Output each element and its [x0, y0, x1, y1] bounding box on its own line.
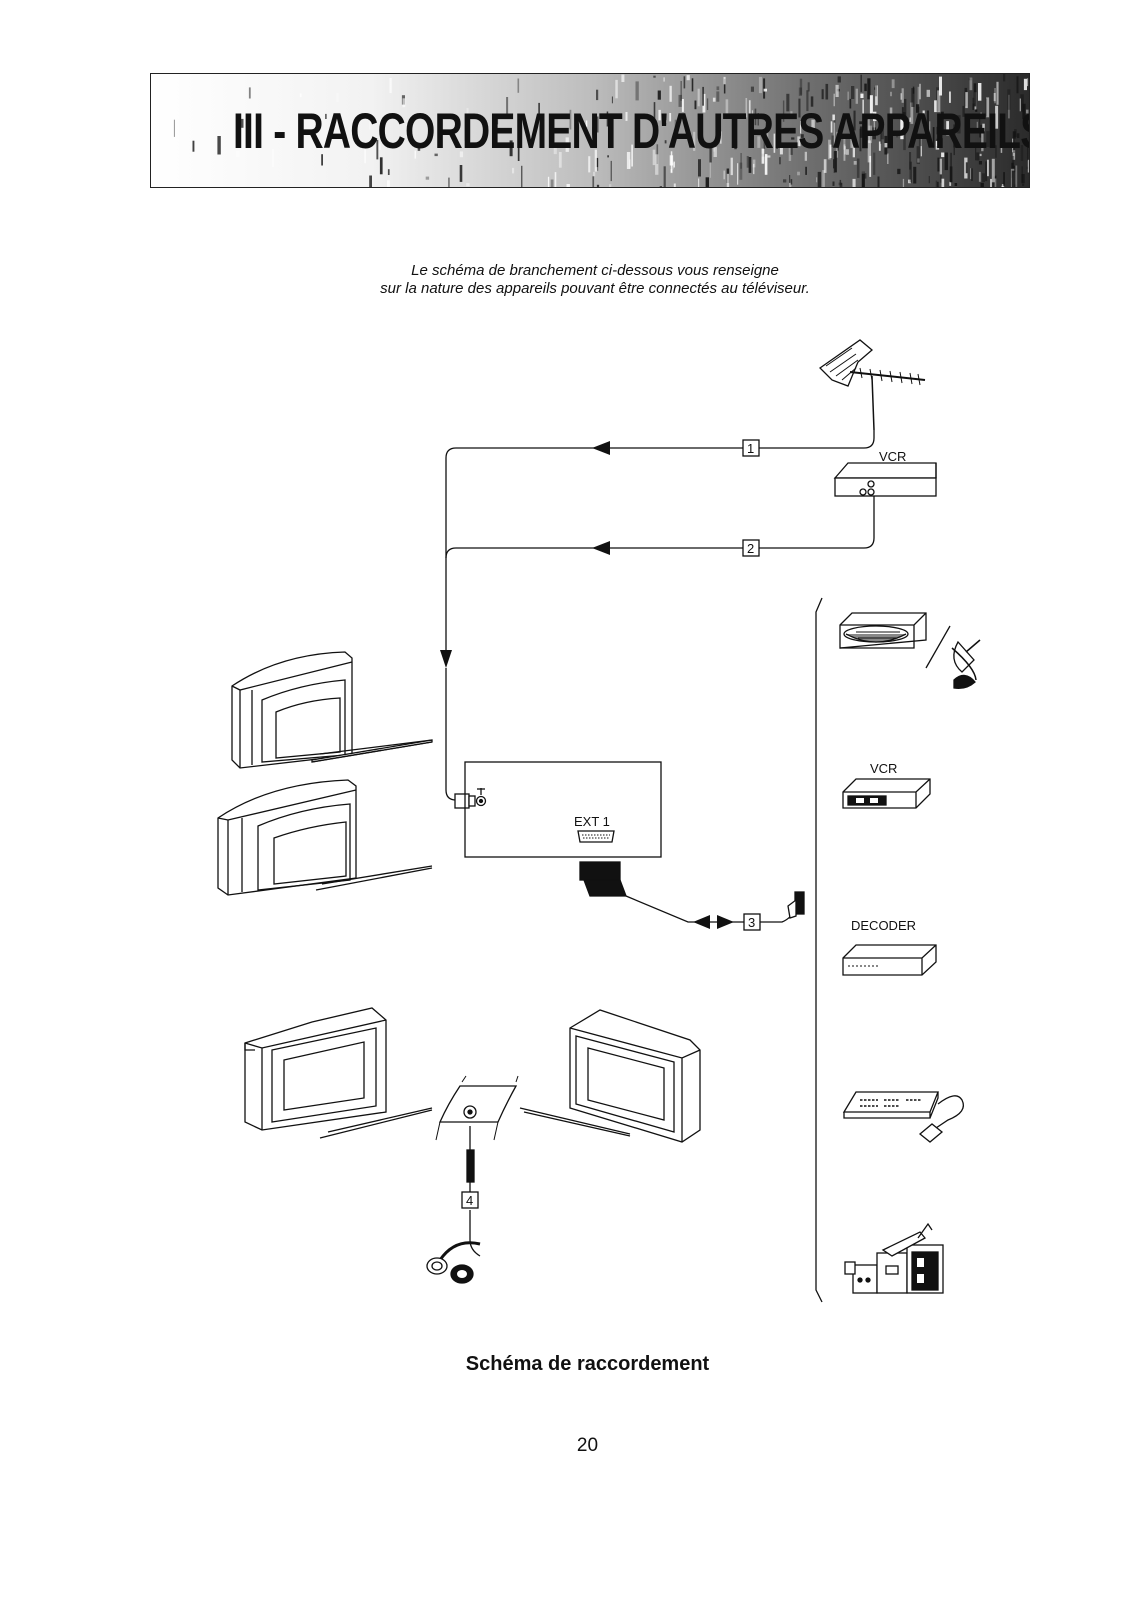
banner-texture — [151, 74, 1029, 187]
tv-back-panel — [464, 761, 662, 858]
headphone-socket-panel — [435, 1075, 519, 1141]
beam-bottom-right — [519, 1107, 631, 1137]
dvd-player-icon — [839, 612, 927, 649]
beam-left-2 — [315, 865, 433, 891]
intro-line-1: Le schéma de branchement ci-dessous vous… — [411, 262, 779, 279]
connector-label-4: 4 — [466, 1193, 473, 1208]
page-number: 20 — [576, 1435, 599, 1456]
cable-antenna-input — [445, 668, 457, 801]
diagram-caption: Schéma de raccordement — [465, 1353, 710, 1375]
cable-1 — [445, 430, 875, 650]
arrow-cable-3-right — [717, 915, 734, 929]
beam-bottom-left — [319, 1107, 433, 1139]
intro-text: Le schéma de branchement ci-dessous vous… — [0, 262, 1145, 298]
intro-line-2: sur la nature des appareils pouvant être… — [380, 280, 810, 297]
title-banner: III - RACCORDEMENT D'AUTRES APPAREILS — [150, 73, 1030, 188]
connector-box-2 — [742, 539, 760, 557]
tv-set-bottom-left-icon — [244, 1007, 387, 1131]
connector-box-4 — [461, 1191, 479, 1209]
arrow-cable-3-left — [693, 915, 710, 929]
scart-socket-icon — [577, 830, 615, 843]
separator-slash — [925, 625, 951, 669]
arrow-cable-2 — [592, 541, 610, 555]
tv-set-left-1-icon — [231, 651, 353, 769]
connector-label-2: 2 — [747, 541, 754, 556]
connector-box-1 — [742, 439, 760, 457]
beam-left-1-line — [311, 739, 433, 763]
vcr-right-label: VCR — [870, 761, 897, 776]
page-heading: III - RACCORDEMENT D'AUTRES APPAREILS — [233, 103, 1030, 159]
antenna-plug-icon — [454, 788, 487, 809]
scart-plug-right-icon — [787, 891, 805, 919]
arrow-cable-1 — [592, 441, 610, 455]
satellite-dish-icon — [951, 639, 981, 690]
keyboard-icon — [842, 1091, 965, 1143]
decoder-icon — [842, 944, 937, 976]
cable-3 — [625, 895, 744, 923]
vcr-top-icon — [833, 462, 937, 497]
headphone-jack-icon — [466, 1149, 475, 1183]
cable-2 — [445, 496, 875, 559]
headphones-icon — [426, 1239, 481, 1284]
connector-label-3: 3 — [748, 915, 755, 930]
vcr-right-icon — [842, 778, 931, 809]
scart-plug-icon — [579, 861, 627, 897]
tv-set-left-2-icon — [217, 779, 357, 896]
connector-label-1: 1 — [747, 441, 754, 456]
arrow-down — [440, 650, 452, 668]
ext1-label: EXT 1 — [574, 814, 610, 829]
device-bracket — [815, 597, 823, 1303]
decoder-label: DECODER — [851, 918, 916, 933]
vcr-top-label: VCR — [879, 449, 906, 464]
tv-set-bottom-right-icon — [569, 1009, 701, 1143]
antenna-icon — [818, 339, 926, 431]
camcorder-icon — [844, 1222, 944, 1294]
